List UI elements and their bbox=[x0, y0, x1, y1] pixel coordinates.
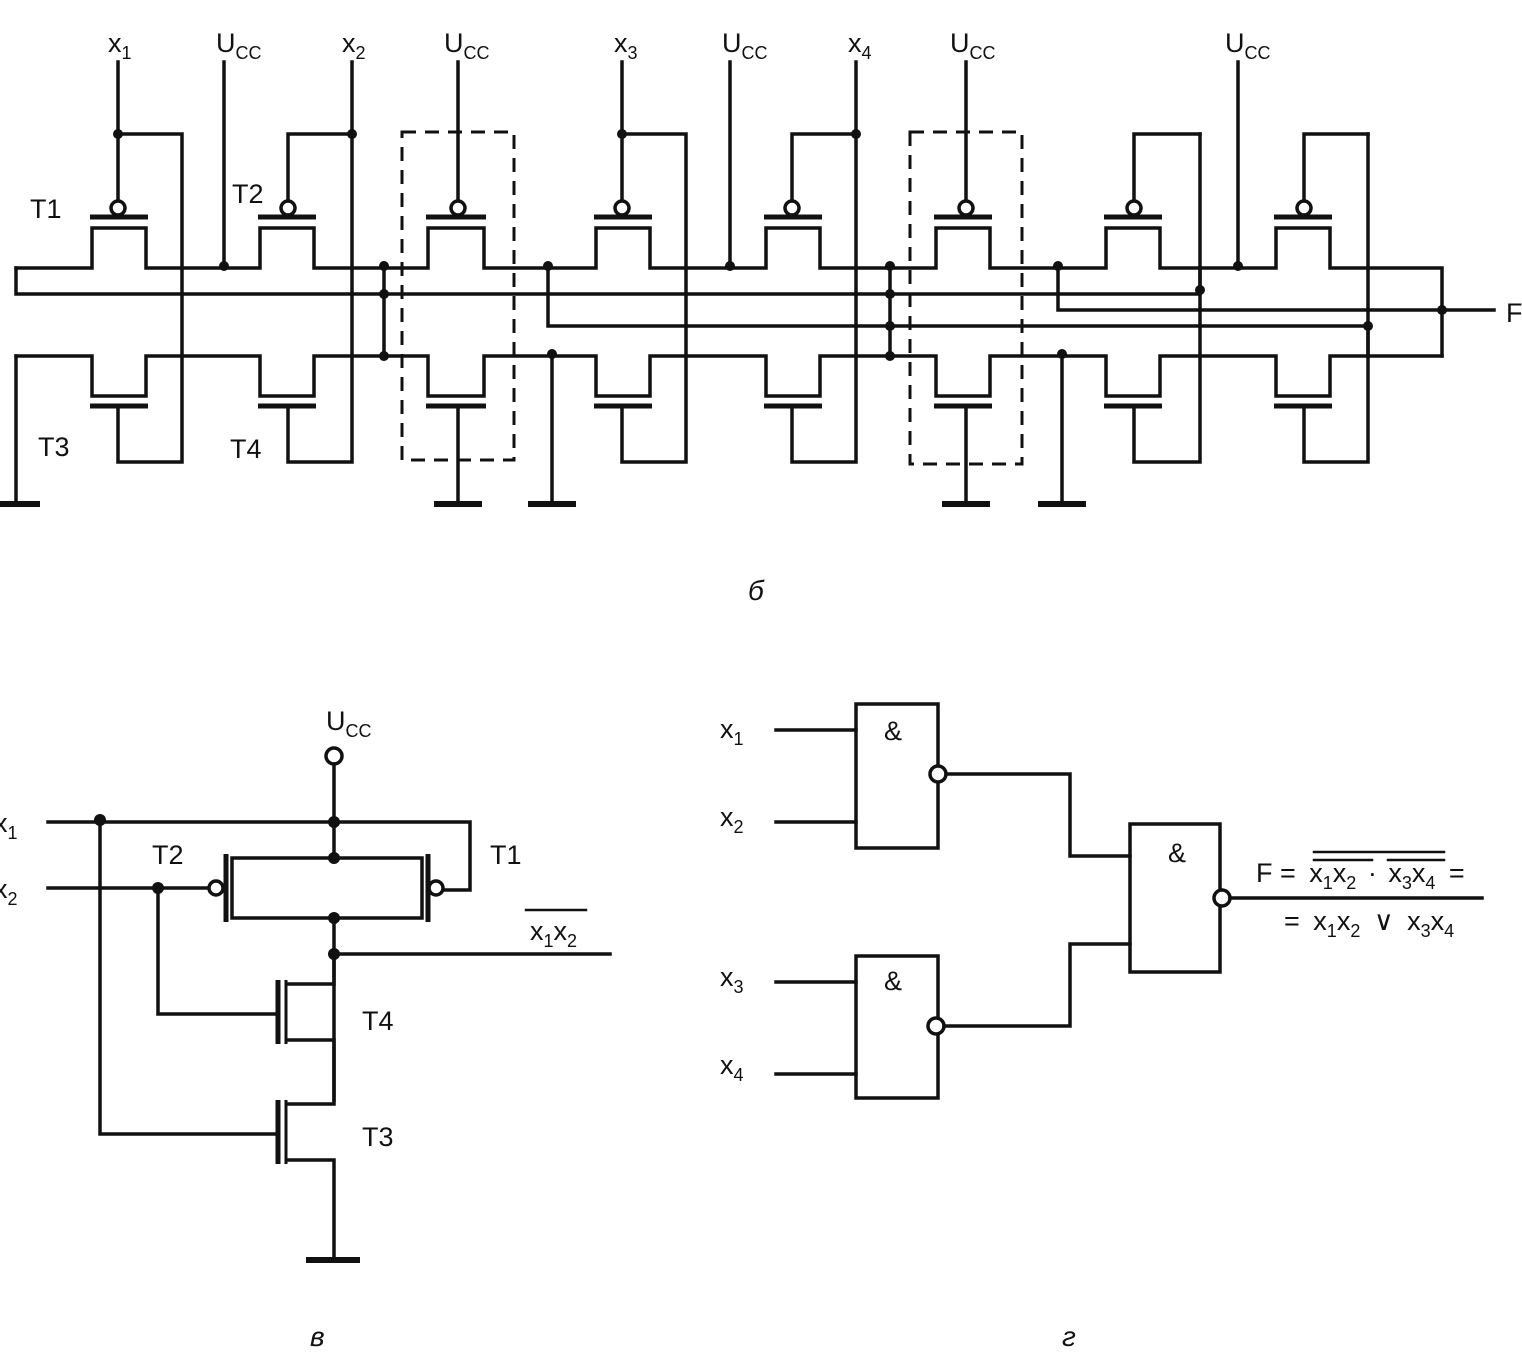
label-ucc-v: UCC bbox=[326, 706, 372, 741]
output-label-v: x1x2 bbox=[524, 908, 588, 951]
ucc-terminal-v bbox=[324, 746, 344, 766]
label-ucc-3: UCC bbox=[722, 28, 768, 63]
dashed-unused-pair-1 bbox=[400, 130, 516, 462]
transistor-labels-b: T1 T2 T3 T4 F bbox=[30, 179, 1522, 464]
schematic-v: UCC x1 x2 T2 T1 T4 T3 x1x2 bbox=[0, 706, 612, 1352]
label-x2-top: x2 bbox=[342, 28, 366, 63]
label-t1-v: T1 bbox=[490, 840, 522, 870]
top-input-labels: x1 UCC x2 UCC x3 UCC x4 UCC UCC bbox=[108, 28, 1271, 63]
vertical-wires bbox=[116, 60, 1240, 268]
label-t3-b: T3 bbox=[38, 432, 70, 462]
label-x1-top: x1 bbox=[108, 28, 132, 63]
caption-g: г bbox=[1062, 1321, 1076, 1352]
label-output-f: F bbox=[1506, 298, 1522, 328]
formula-line-2: = x1x2 ∨ x3x4 bbox=[1284, 906, 1454, 943]
caption-b: б bbox=[748, 575, 765, 606]
label-t1-b: T1 bbox=[30, 194, 62, 224]
nmos-row bbox=[14, 354, 1444, 409]
label-t3-v: T3 bbox=[362, 1122, 394, 1152]
caption-v: в bbox=[310, 1321, 325, 1352]
label-ucc-1: UCC bbox=[216, 28, 262, 63]
gate-1-symbol: & bbox=[884, 716, 902, 746]
gate-loops bbox=[116, 132, 1370, 464]
label-ucc-2: UCC bbox=[444, 28, 490, 63]
formula-g: F = x1x2 · x3x4 = = x1x2 ∨ x3x4 bbox=[1256, 850, 1465, 943]
label-ucc-5: UCC bbox=[1225, 28, 1271, 63]
label-t4-b: T4 bbox=[230, 434, 262, 464]
label-t4-v: T4 bbox=[362, 1006, 394, 1036]
logic-g: x1 x2 x3 x4 & & & F = x1x2 · x3x4 = bbox=[720, 702, 1484, 1352]
label-ucc-4: UCC bbox=[950, 28, 996, 63]
junctions-v bbox=[94, 814, 340, 960]
label-x2-v: x2 bbox=[0, 874, 18, 909]
interconnect-b bbox=[14, 266, 1496, 358]
label-x2-g: x2 bbox=[720, 802, 744, 837]
grounds-b bbox=[0, 354, 1086, 507]
label-x3-top: x3 bbox=[614, 28, 638, 63]
output-term-v: x1x2 bbox=[530, 916, 577, 951]
label-x1-g: x1 bbox=[720, 714, 744, 749]
gate-2-symbol: & bbox=[884, 966, 902, 996]
schematic-b: x1 UCC x2 UCC x3 UCC x4 UCC UCC T1 T2 T3… bbox=[0, 28, 1522, 606]
label-x3-g: x3 bbox=[720, 962, 744, 997]
label-x4-top: x4 bbox=[848, 28, 872, 63]
label-x1-v: x1 bbox=[0, 808, 18, 843]
label-t2-b: T2 bbox=[232, 179, 264, 209]
formula-line-1: F = x1x2 · x3x4 = bbox=[1256, 858, 1465, 895]
label-x4-g: x4 bbox=[720, 1050, 744, 1085]
junctions-b bbox=[113, 129, 1447, 361]
dashed-unused-pair-2 bbox=[908, 130, 1024, 466]
gate-3-symbol: & bbox=[1168, 838, 1186, 868]
label-t2-v: T2 bbox=[152, 840, 184, 870]
